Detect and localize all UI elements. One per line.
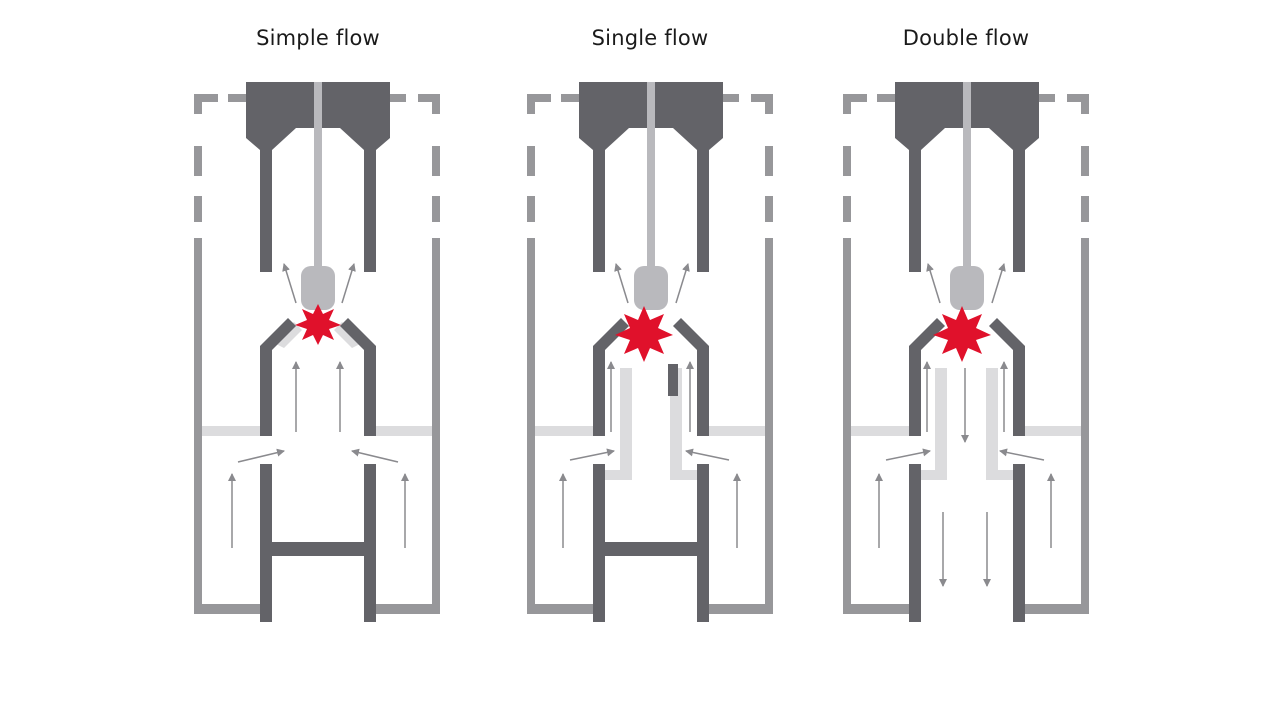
fixed-contact (246, 82, 390, 272)
panel-simple (194, 82, 440, 622)
panel-title-simple: Simple flow (256, 26, 380, 50)
nozzle (851, 368, 1081, 480)
contact-rod (647, 82, 655, 270)
fixed-contact (895, 82, 1039, 272)
housing-outline (527, 94, 773, 614)
panel-double (843, 82, 1089, 622)
contact-rod (963, 82, 971, 270)
arc-spark-icon (933, 306, 991, 362)
housing-outline (843, 94, 1089, 614)
contact-tip (634, 266, 668, 310)
arc-spark-icon (295, 304, 341, 345)
flow-arrows (559, 263, 741, 548)
moving-contact (593, 318, 709, 622)
contact-rod (314, 82, 322, 270)
panel-title-double: Double flow (902, 26, 1030, 50)
contact-tip (950, 266, 984, 310)
contact-tip (301, 266, 335, 310)
nozzle (535, 368, 765, 480)
fixed-contact (579, 82, 723, 272)
panel-title-single: Single flow (591, 26, 709, 50)
flow-arrows (875, 263, 1055, 587)
moving-contact (260, 318, 376, 622)
housing-outline (194, 94, 440, 614)
flow-arrows (228, 263, 409, 548)
panel-single (527, 82, 773, 622)
arc-spark-icon (615, 306, 673, 362)
moving-contact (909, 318, 1025, 622)
